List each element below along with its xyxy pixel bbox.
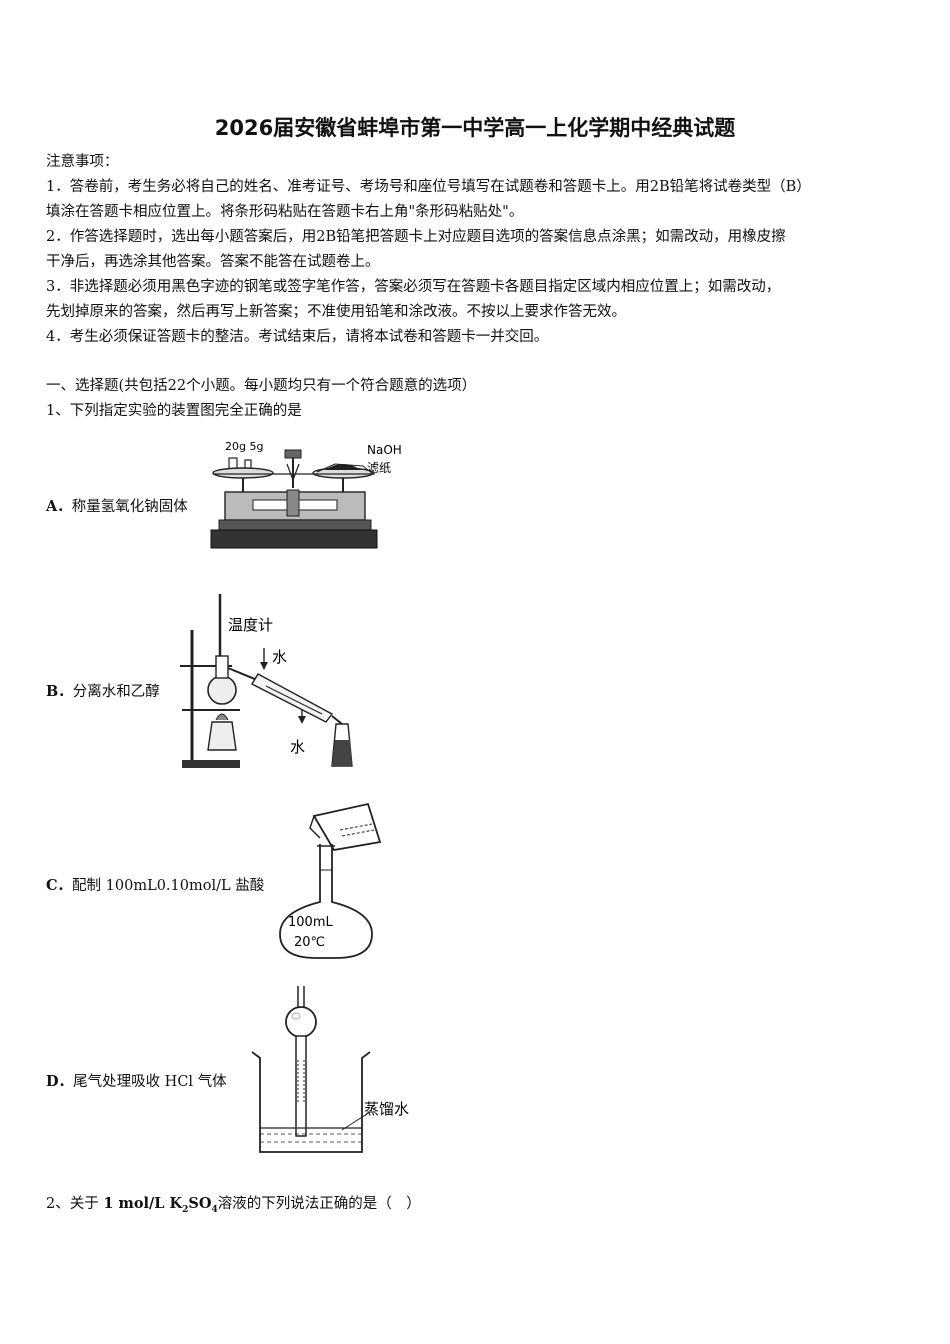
option-b: B．分离水和乙醇 [46, 682, 160, 702]
notice-line: 填涂在答题卡相应位置上。将条形码粘贴在答题卡右上角"条形码粘贴处"。 [46, 204, 524, 220]
option-letter: A． [46, 498, 72, 515]
filter-paper-label: 滤纸 [367, 461, 391, 475]
volumetric-flask-figure: 100mL 20℃ [279, 802, 382, 959]
distillation-figure: 温度计 水 水 [180, 594, 353, 768]
option-text: 分离水和乙醇 [72, 684, 160, 700]
balance-figure: 20g 5g NaOH 滤纸 [210, 440, 402, 549]
notice-line: 1．答卷前，考生务必将自己的姓名、准考证号、考场号和座位号填写在试题卷和答题卡上… [46, 179, 811, 195]
option-text: 尾气处理吸收 HCl 气体 [73, 1074, 227, 1090]
thermometer-label: 温度计 [228, 616, 273, 634]
weights-label: 20g 5g [225, 440, 263, 453]
option-letter: C． [46, 877, 73, 894]
option-c: C．配制 100mL0.10mol/L 盐酸 [46, 876, 264, 896]
gas-absorption-figure: 蒸馏水 [251, 986, 409, 1153]
q2-sub1: 2 [182, 1204, 189, 1215]
notice-line: 4．考生必须保证答题卡的整洁。考试结束后，请将本试卷和答题卡一并交回。 [46, 329, 549, 345]
q2-suffix: 溶液的下列说法正确的是（ ） [217, 1196, 421, 1212]
notice-heading: 注意事项： [46, 154, 119, 170]
option-text: 称量氢氧化钠固体 [71, 499, 188, 515]
notice-line: 2．作答选择题时，选出每小题答案后，用2B铅笔把答题卡上对应题目选项的答案信息点… [46, 229, 786, 245]
page-title: 2026届安徽省蚌埠市第一中学高一上化学期中经典试题 [214, 116, 736, 140]
option-letter: D． [46, 1073, 74, 1090]
notice-line: 干净后，再选涂其他答案。答案不能答在试题卷上。 [46, 254, 380, 270]
q2-sub2: 4 [211, 1204, 218, 1215]
q2-prefix: 2、关于 [46, 1196, 104, 1212]
option-d: D．尾气处理吸收 HCl 气体 [46, 1072, 227, 1092]
water-in-label: 水 [272, 648, 287, 666]
question-1-stem: 1、下列指定实验的装置图完全正确的是 [46, 403, 302, 419]
flask-temp-label: 20℃ [294, 935, 325, 950]
notice-line: 3．非选择题必须用黑色字迹的钢笔或签字笔作答，答案必须写在答题卡各题目指定区域内… [46, 279, 781, 295]
option-text: 配制 100mL0.10mol/L 盐酸 [72, 878, 265, 894]
q2-formula-pre: 1 mol/L K [103, 1195, 183, 1212]
q2-formula-mid: SO [188, 1195, 212, 1212]
distilled-water-label: 蒸馏水 [364, 1100, 409, 1118]
question-2-stem: 2、关于 1 mol/L K2SO4溶液的下列说法正确的是（ ） [46, 1194, 421, 1220]
option-a: A．称量氢氧化钠固体 [46, 497, 188, 517]
option-letter: B． [46, 683, 73, 700]
water-out-label: 水 [290, 738, 305, 756]
flask-volume-label: 100mL [288, 915, 333, 930]
notice-line: 先划掉原来的答案，然后再写上新答案；不准使用铅笔和涂改液。不按以上要求作答无效。 [46, 304, 626, 320]
section-heading: 一、选择题(共包括22个小题。每小题均只有一个符合题意的选项） [46, 378, 477, 394]
naoh-label: NaOH [367, 443, 402, 457]
